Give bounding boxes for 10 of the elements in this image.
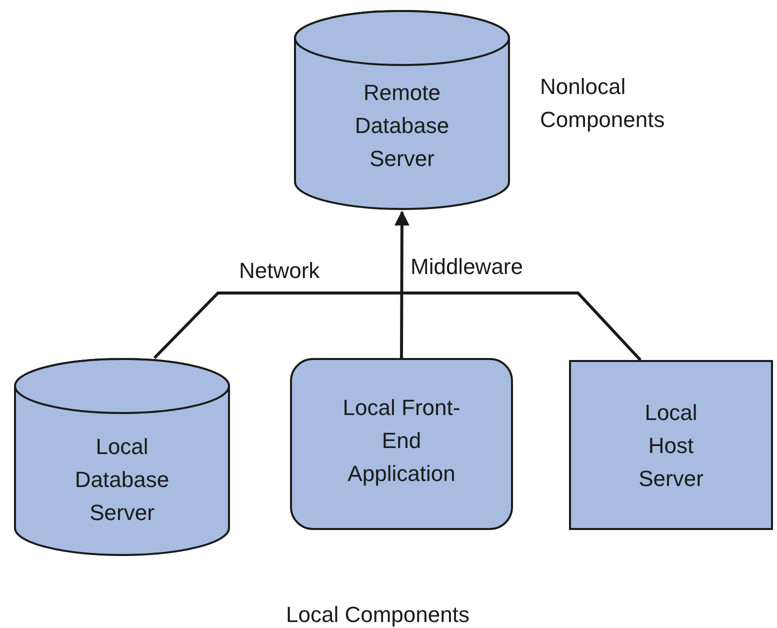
network-line: [153, 292, 642, 362]
arrow: [394, 210, 410, 358]
database-cylinder: [14, 358, 230, 556]
process-box: [290, 358, 513, 530]
node-label: Local Host Server: [638, 398, 704, 492]
database-cylinder: [294, 10, 510, 210]
server-box: [569, 360, 773, 530]
node-label: Local Front-End Application: [342, 394, 462, 488]
node-label: Local Database Server: [74, 433, 170, 527]
node-label: Remote Database Server: [354, 78, 450, 172]
